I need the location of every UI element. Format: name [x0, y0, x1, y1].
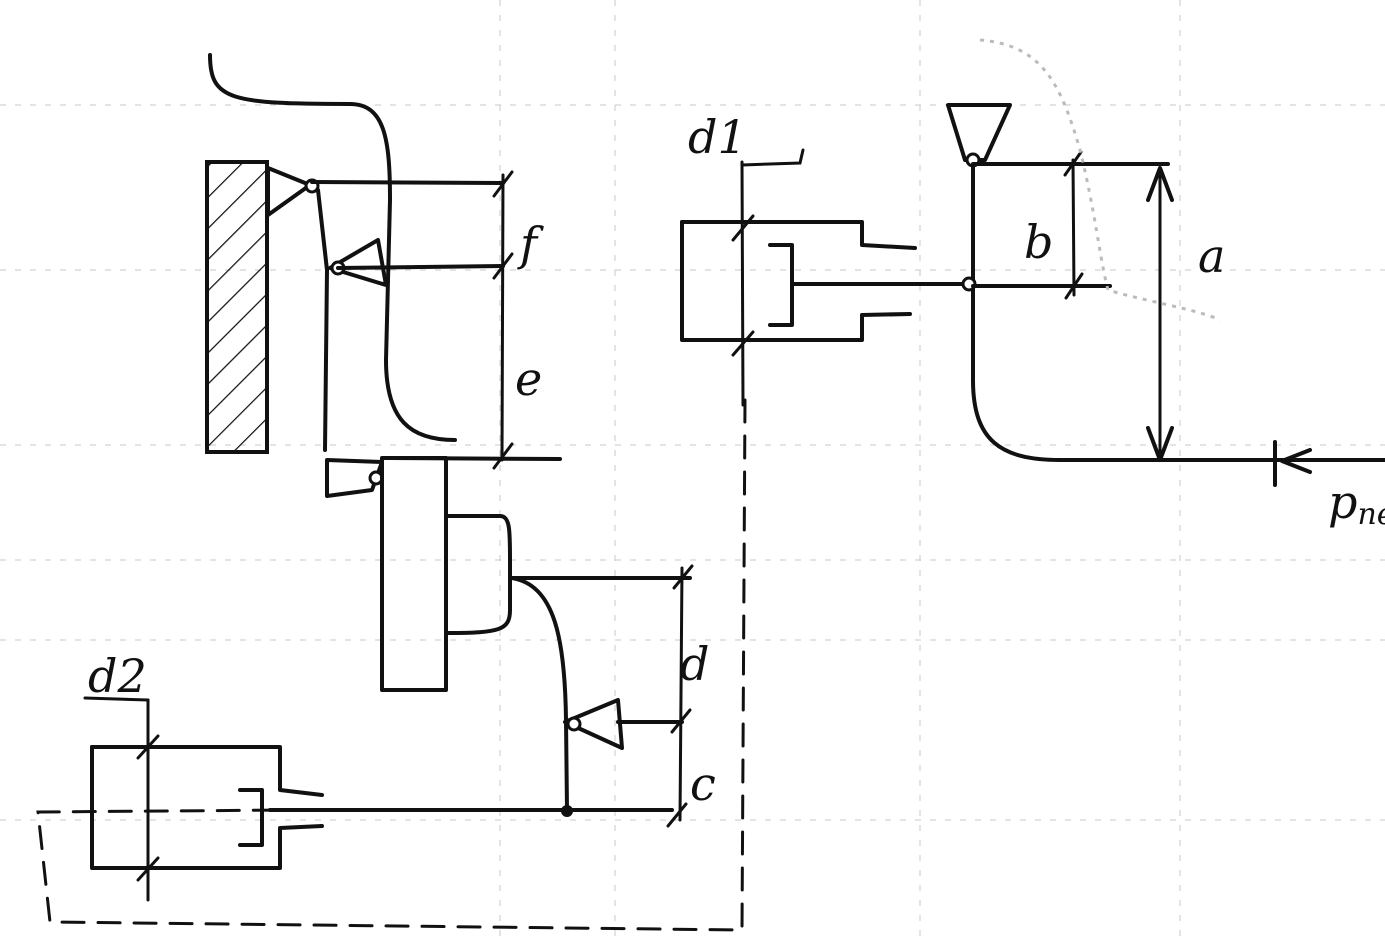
- label-f: f: [517, 217, 544, 271]
- dashed-boundary: [36, 398, 747, 932]
- link-middle-horizontal: [336, 264, 505, 270]
- cylinder-d1: [680, 148, 917, 407]
- joint-bottom: [561, 805, 573, 817]
- fixed-wall: [205, 160, 269, 454]
- dimension-f-e: [492, 170, 514, 470]
- label-d2: d2: [88, 649, 147, 703]
- dimension-d-c: [666, 564, 694, 828]
- pivot-lower-left: [325, 458, 384, 498]
- pivot-middle: [328, 238, 388, 287]
- label-c: c: [690, 757, 716, 811]
- label-p: pne: [1328, 475, 1385, 532]
- label-p-main: p: [1328, 475, 1357, 529]
- vertical-rod-left: [316, 188, 329, 452]
- curved-lever-left: [208, 53, 457, 442]
- dimension-b: [1063, 150, 1084, 300]
- slider-block: [380, 456, 448, 692]
- label-p-sub: ne: [1357, 497, 1385, 532]
- lever-lower: [508, 576, 692, 812]
- force-arrow: [1273, 440, 1312, 487]
- slider-cam: [445, 514, 512, 635]
- label-b: b: [1024, 215, 1053, 269]
- label-d: d: [680, 637, 709, 691]
- label-e: e: [515, 352, 542, 406]
- wall-pivot-top: [266, 166, 320, 217]
- lever-right: [971, 163, 1385, 462]
- label-a: a: [1198, 229, 1225, 283]
- label-d1: d1: [688, 110, 747, 164]
- pencil-trace: [979, 38, 1221, 322]
- link-top-horizontal: [310, 180, 505, 185]
- dimension-a: [1146, 166, 1174, 462]
- cylinder-d2: [83, 696, 324, 902]
- pivot-right-top: [946, 103, 1012, 168]
- pivot-bottom: [563, 698, 624, 750]
